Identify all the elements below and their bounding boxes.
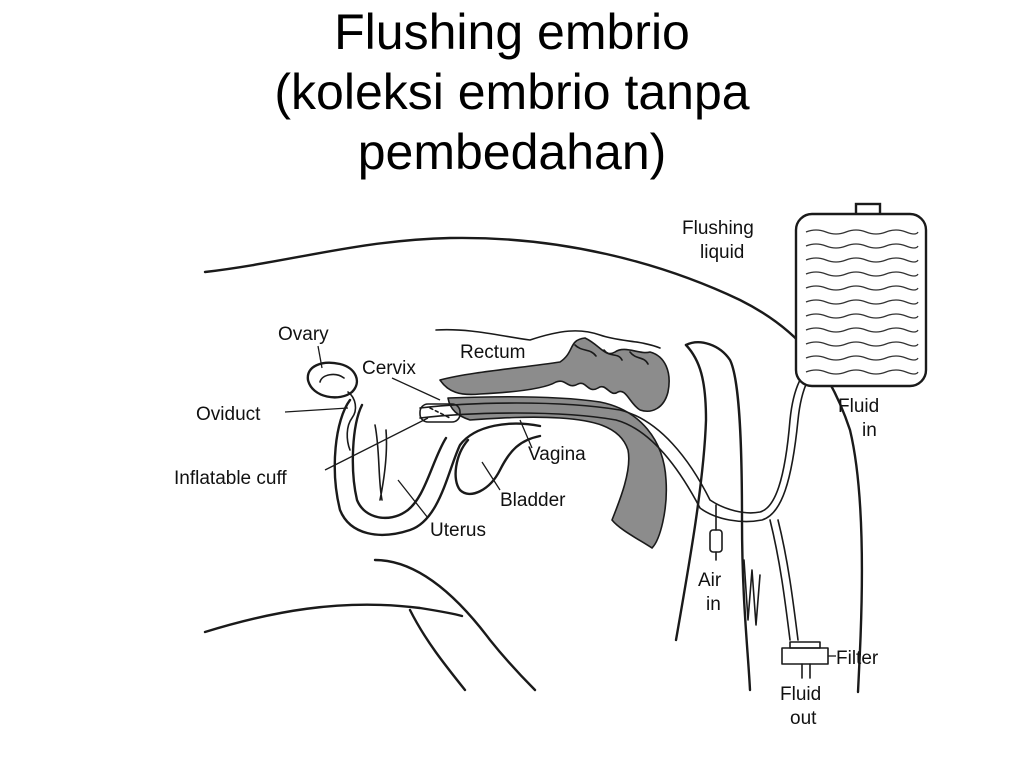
label-filter: Filter (836, 648, 879, 669)
ovary-inner (319, 373, 345, 383)
leader-oviduct (284, 407, 349, 413)
label-flushing-liquid-2: liquid (700, 242, 744, 263)
filter-outlet (801, 663, 811, 679)
label-fluid-in-1: Fluid (838, 396, 879, 417)
leg-outline-1 (373, 558, 537, 692)
label-air-in-1: Air (698, 570, 722, 591)
air-in-valve (709, 529, 723, 553)
leader-vagina (519, 419, 533, 449)
title-line-2: (koleksi embrio tanpa (274, 64, 750, 120)
title-line-1: Flushing embrio (334, 4, 690, 60)
uterine-body (374, 424, 388, 501)
title-line-3: pembedahan) (357, 124, 667, 180)
label-cervix: Cervix (362, 358, 416, 379)
label-ovary: Ovary (278, 324, 329, 345)
rectum (439, 337, 670, 412)
catheter-upper-line (419, 379, 801, 514)
label-fluid-out-2: out (790, 708, 817, 729)
bag-fluid-waves (805, 229, 919, 375)
filter-cap (789, 641, 821, 649)
label-uterus: Uterus (430, 520, 486, 541)
leg-outline-2 (408, 608, 467, 692)
label-inflatable-cuff: Inflatable cuff (174, 468, 287, 489)
leader-uterus (397, 479, 429, 519)
body-back-outline (203, 236, 864, 694)
oviduct-tube (346, 391, 357, 451)
label-air-in-2: in (706, 594, 721, 615)
thigh-outline (684, 341, 752, 692)
label-bladder: Bladder (500, 490, 566, 511)
label-fluid-out-1: Fluid (780, 684, 821, 705)
rectum-top-edge (435, 328, 661, 349)
ovary (306, 361, 359, 399)
cuff-dash (429, 407, 451, 419)
uterus-horn (333, 398, 542, 537)
bladder (454, 434, 542, 496)
leader-inflatable-cuff (324, 417, 429, 471)
label-rectum: Rectum (460, 342, 525, 363)
filter (781, 647, 829, 665)
label-vagina: Vagina (528, 444, 586, 465)
label-oviduct: Oviduct (196, 404, 261, 425)
tissue-zigzag (743, 559, 761, 626)
catheter-lower-line (419, 379, 809, 523)
thigh-inner-outline (674, 343, 708, 642)
belly-outline (203, 603, 464, 634)
leader-cervix (391, 377, 441, 401)
label-fluid-in-2: in (862, 420, 877, 441)
leader-ovary (317, 345, 323, 369)
vagina-wall (447, 396, 668, 549)
fluid-out-tube (769, 519, 799, 641)
leader-bladder (481, 461, 501, 491)
slide-title: Flushing embrio (koleksi embrio tanpa pe… (0, 2, 1024, 182)
inflatable-cuff (419, 403, 461, 423)
label-flushing-liquid-1: Flushing (682, 218, 754, 239)
rectum-folds (574, 344, 649, 365)
uterus-horn-inner (351, 403, 448, 519)
